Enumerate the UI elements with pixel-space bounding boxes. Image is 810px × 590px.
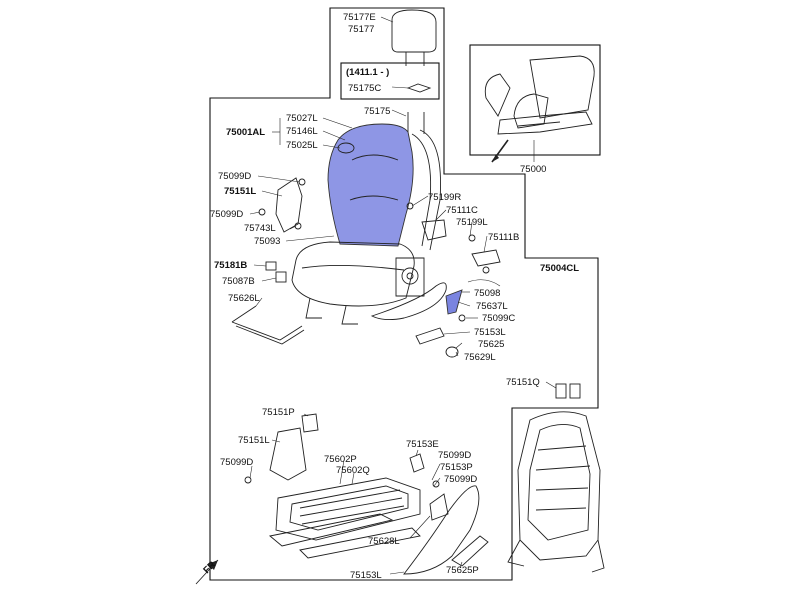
recliner-side-cover bbox=[370, 257, 447, 321]
label-75153L-b: 75153L bbox=[350, 570, 382, 581]
seat-back-cushion bbox=[272, 117, 414, 247]
lower-left-brackets bbox=[244, 413, 319, 484]
label-75111B: 75111B bbox=[488, 232, 519, 243]
label-75153P: 75153P bbox=[440, 462, 473, 473]
vehicle-seat-sketch bbox=[484, 55, 595, 163]
label-75175C: 75175C bbox=[348, 83, 381, 94]
headrest-guide-clip bbox=[391, 83, 432, 93]
label-range: (1411.1 - ) bbox=[346, 67, 389, 78]
label-75000: 75000 bbox=[520, 164, 546, 175]
label-75199L: 75199L bbox=[456, 217, 488, 228]
headrest bbox=[380, 9, 437, 66]
label-75629L: 75629L bbox=[464, 352, 496, 363]
label-75025L: 75025L bbox=[286, 140, 318, 151]
label-75151L-b: 75151L bbox=[238, 435, 270, 446]
label-75602Q: 75602Q bbox=[336, 465, 370, 476]
front-direction-arrow bbox=[195, 559, 219, 585]
label-75099D-c: 75099D bbox=[220, 457, 253, 468]
label-75093: 75093 bbox=[254, 236, 280, 247]
label-75027L: 75027L bbox=[286, 113, 318, 124]
label-75626L: 75626L bbox=[228, 293, 260, 304]
label-75177E: 75177E bbox=[343, 12, 376, 23]
label-75087B: 75087B bbox=[222, 276, 255, 287]
label-75637L: 75637L bbox=[476, 301, 508, 312]
lower-right-parts bbox=[389, 449, 489, 575]
seat-wire-rod bbox=[231, 297, 305, 345]
label-75153E: 75153E bbox=[406, 439, 439, 450]
label-75151P: 75151P bbox=[262, 407, 295, 418]
recliner-handle bbox=[415, 289, 478, 358]
label-75628L: 75628L bbox=[368, 536, 400, 547]
label-75099D-b: 75099D bbox=[210, 209, 243, 220]
label-75146L: 75146L bbox=[286, 126, 318, 137]
label-75625P: 75625P bbox=[446, 565, 479, 576]
label-75625: 75625 bbox=[478, 339, 504, 350]
label-75175: 75175 bbox=[364, 106, 390, 117]
seat-frame-assembly bbox=[507, 381, 605, 573]
label-75098: 75098 bbox=[474, 288, 500, 299]
left-side-bracket bbox=[249, 175, 335, 242]
part-labels: 75177E 75177 (1411.1 - ) 75175C 75175 75… bbox=[201, 12, 579, 581]
label-75099D-e: 75099D bbox=[444, 474, 477, 485]
label-75181B: 75181B bbox=[214, 260, 247, 271]
label-75099D-a: 75099D bbox=[218, 171, 251, 182]
label-75151Q: 75151Q bbox=[506, 377, 540, 388]
label-75151L-a: 75151L bbox=[224, 186, 256, 197]
range-sub-box bbox=[340, 62, 440, 100]
label-75199R: 75199R bbox=[428, 192, 461, 203]
seat-track-assembly bbox=[268, 459, 421, 559]
label-75743L: 75743L bbox=[244, 223, 276, 234]
seat-cushion bbox=[291, 241, 415, 325]
assembly-outline-frame bbox=[209, 7, 599, 581]
lever-knob bbox=[467, 249, 501, 287]
label-75153L: 75153L bbox=[474, 327, 506, 338]
label-75177: 75177 bbox=[348, 24, 374, 35]
seat-back-highlight bbox=[327, 123, 414, 247]
lever-bracket bbox=[406, 195, 488, 253]
label-75099D-d: 75099D bbox=[438, 450, 471, 461]
label-75004CL: 75004CL bbox=[540, 263, 579, 274]
seat-back-frame bbox=[391, 109, 441, 251]
small-clips-left bbox=[253, 261, 287, 283]
vehicle-overview-box bbox=[469, 44, 601, 156]
label-75001AL: 75001AL bbox=[226, 127, 265, 138]
label-75099C: 75099C bbox=[482, 313, 515, 324]
label-75602P: 75602P bbox=[324, 454, 357, 465]
label-75111C: 75111C bbox=[446, 205, 478, 216]
